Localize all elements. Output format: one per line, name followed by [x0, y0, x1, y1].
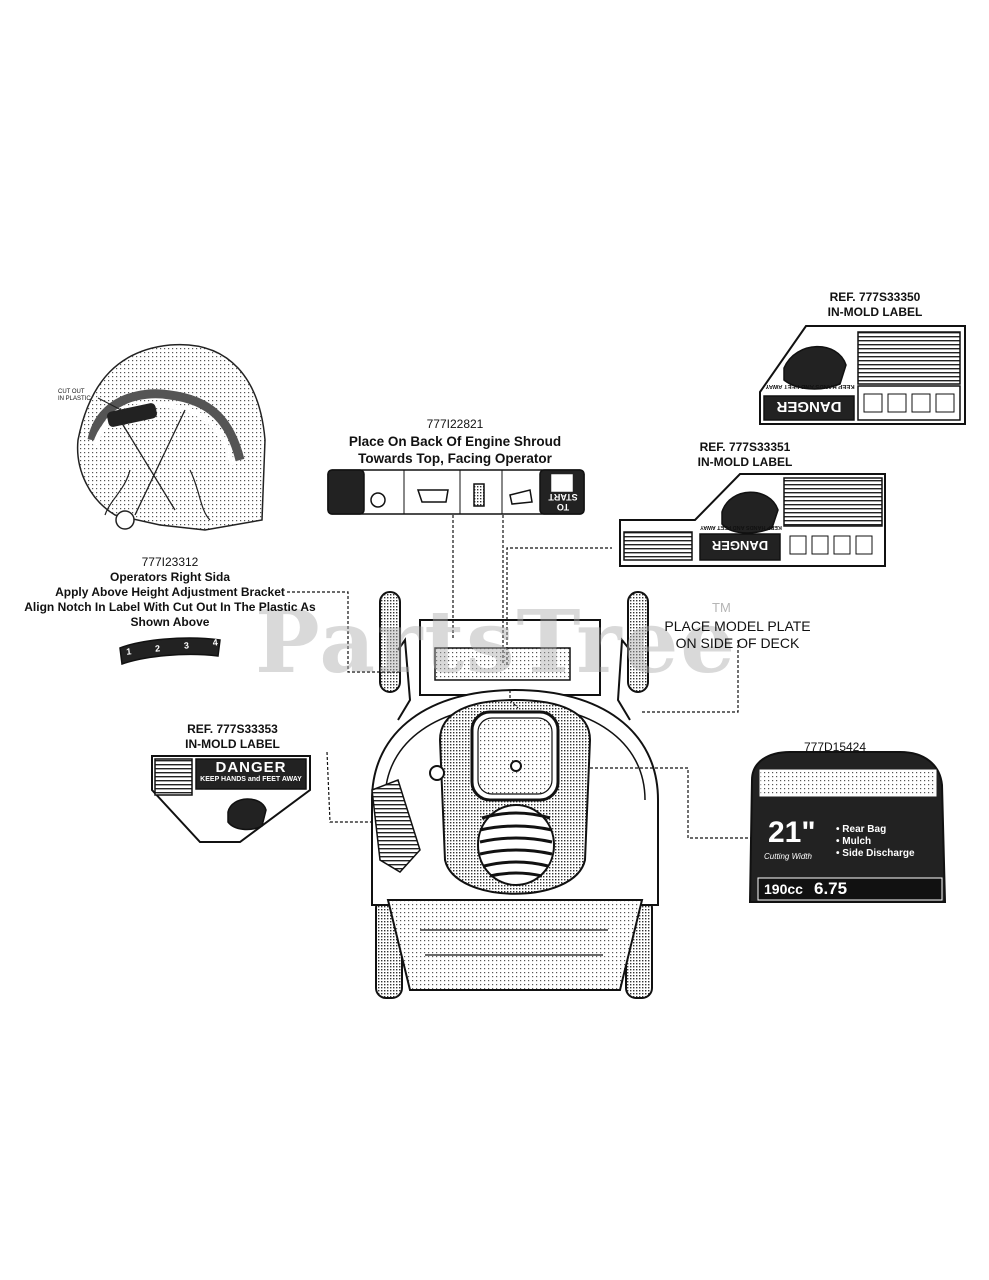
- brand-cc: 190cc: [764, 881, 803, 897]
- leader-lines: [287, 495, 758, 839]
- height-number-2: 2: [154, 643, 161, 654]
- brand-feature-1: • Rear Bag: [836, 824, 887, 835]
- height-part-number: 777I23312: [141, 555, 199, 569]
- shroud-instruction-2: Towards Top, Facing Operator: [358, 451, 552, 466]
- shroud-part-number: 777I22821: [426, 417, 484, 431]
- shroud-start-label: [327, 469, 585, 515]
- shroud-instruction-1: Place On Back Of Engine Shroud: [348, 434, 562, 449]
- mower-top-view: [371, 591, 659, 999]
- height-number-1: 1: [125, 646, 132, 657]
- watermark: PartsTree: [255, 592, 738, 693]
- rear-right-wheel: [627, 591, 649, 693]
- ref-353-danger: DANGER: [215, 759, 287, 776]
- height-instruction-1: Operators Right Sida: [109, 570, 231, 584]
- ref-351-subtitle: KEEP HANDS AND FEET AWAY: [700, 524, 782, 530]
- shroud-label-callout: 777I22821 Place On Back Of Engine Shroud…: [325, 416, 585, 467]
- danger-label-353: [151, 755, 311, 843]
- ref-350-danger: DANGER: [776, 398, 842, 415]
- height-label-callout: 777I23312 Operators Right Sida Apply Abo…: [0, 555, 340, 630]
- ref-350-type: IN-MOLD LABEL: [827, 305, 923, 319]
- ref-351-type: IN-MOLD LABEL: [697, 455, 793, 469]
- ref-350-subtitle: KEEP HANDS AND FEET AWAY: [765, 383, 855, 389]
- ref-353-subtitle: KEEP HANDS and FEET AWAY: [200, 776, 302, 783]
- height-adjust-label: [119, 637, 221, 666]
- height-instruction-3: Align Notch In Label With Cut Out In The…: [24, 600, 316, 614]
- ref-351-callout: REF. 777S33351 IN-MOLD LABEL: [650, 440, 840, 470]
- model-plate-line-2: ON SIDE OF DECK: [675, 635, 800, 651]
- rear-left-wheel: [379, 591, 401, 693]
- inset-label-highlight: [107, 403, 157, 427]
- brand-features: • Rear Bag • Mulch • Side Discharge: [836, 824, 915, 860]
- danger-label-350: [759, 325, 966, 425]
- ref-350-callout: REF. 777S33350 IN-MOLD LABEL: [780, 290, 970, 320]
- brand-width-caption: Cutting Width: [764, 852, 812, 861]
- brand-label-shape: [748, 751, 947, 903]
- deck-front: [386, 899, 644, 991]
- cutout-line-1: CUT OUT: [58, 389, 85, 395]
- ref-351-danger: DANGER: [711, 538, 769, 553]
- model-plate-callout: PLACE MODEL PLATE ON SIDE OF DECK: [655, 618, 820, 652]
- height-instruction-4: Shown Above: [130, 615, 210, 629]
- height-instruction-2: Apply Above Height Adjustment Bracket: [55, 585, 285, 599]
- brand-width: 21": [768, 816, 816, 849]
- watermark-trademark: TM: [712, 600, 731, 615]
- model-plate-line-1: PLACE MODEL PLATE: [664, 618, 811, 634]
- ref-351-number: REF. 777S33351: [699, 440, 791, 454]
- ref-353-number: REF. 777S33353: [187, 722, 278, 736]
- ref-353-callout: REF. 777S33353 IN-MOLD LABEL: [140, 722, 325, 752]
- brand-feature-2: • Mulch: [836, 836, 872, 847]
- height-number-3: 3: [183, 640, 190, 651]
- cutout-line-2: IN PLASTIC: [58, 396, 91, 402]
- brand-torque: 6.75: [814, 879, 848, 898]
- height-adjust-inset: [76, 343, 266, 531]
- brand-part-number: 777D15424: [803, 740, 867, 754]
- side-discharge-chute: [371, 779, 421, 873]
- brand-feature-3: • Side Discharge: [836, 848, 915, 859]
- shroud-start-text: TO START: [548, 492, 578, 512]
- height-number-4: 4: [212, 637, 219, 648]
- danger-label-351: [619, 473, 886, 567]
- ref-353-type: IN-MOLD LABEL: [185, 737, 280, 751]
- ref-350-number: REF. 777S33350: [829, 290, 921, 304]
- cutout-callout: CUT OUT IN PLASTIC: [58, 389, 108, 403]
- mower-handle: [397, 637, 631, 721]
